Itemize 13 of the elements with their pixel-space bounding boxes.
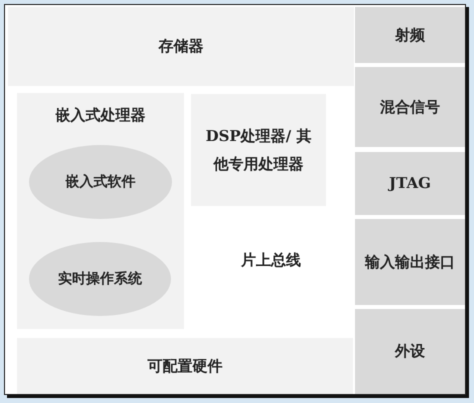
- module-block: 射频: [355, 7, 465, 63]
- module-block: 输入输出接口: [355, 219, 465, 305]
- bus-label: 片上总线: [241, 251, 301, 270]
- processor-block: [17, 93, 184, 329]
- processor-block: DSP处理器/ 其他专用处理器: [191, 94, 326, 206]
- module-block: 混合信号: [355, 67, 465, 147]
- module-block: 外设: [355, 309, 465, 394]
- block-heading: 嵌入式处理器: [54, 105, 146, 126]
- software-ellipse: 嵌入式软件: [29, 145, 172, 219]
- memory-block: 存储器: [8, 7, 354, 86]
- os-ellipse: 实时操作系统: [29, 242, 171, 316]
- module-block: JTAG: [355, 152, 465, 215]
- hardware-block: 可配置硬件: [17, 338, 353, 394]
